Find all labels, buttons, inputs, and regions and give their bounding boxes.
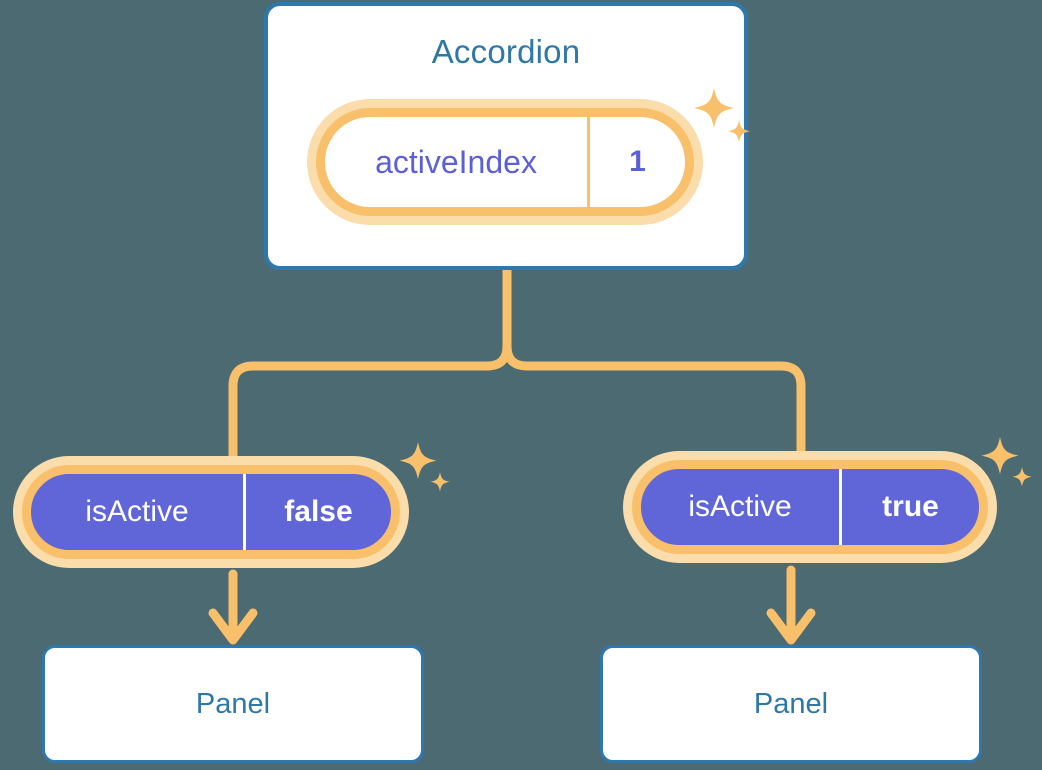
- arrow-down-icon-left: [208, 569, 258, 645]
- state-key-label: isActive: [688, 490, 792, 523]
- state-pill-isactive-true[interactable]: isActive true: [632, 460, 988, 554]
- connector-root-to-right: [502, 265, 806, 467]
- state-value-label: true: [839, 469, 979, 545]
- panel-title: Panel: [753, 687, 829, 720]
- state-key-label: isActive: [85, 495, 189, 528]
- sparkle-icon-right: [981, 437, 1032, 487]
- panel-card-right[interactable]: Panel: [600, 645, 982, 763]
- arrow-down-icon-right: [766, 565, 816, 645]
- state-pill-activeindex[interactable]: activeIndex 1: [316, 108, 694, 216]
- panel-title: Panel: [195, 687, 271, 720]
- sparkle-icon-left: [399, 442, 450, 492]
- connector-root-to-left: [228, 265, 512, 473]
- panel-card-left[interactable]: Panel: [42, 645, 424, 763]
- state-value-label: false: [243, 474, 391, 550]
- state-pill-isactive-false[interactable]: isActive false: [22, 465, 400, 559]
- state-value-label: 1: [587, 117, 685, 207]
- component-title: Accordion: [431, 33, 581, 70]
- state-key-label: activeIndex: [375, 143, 537, 180]
